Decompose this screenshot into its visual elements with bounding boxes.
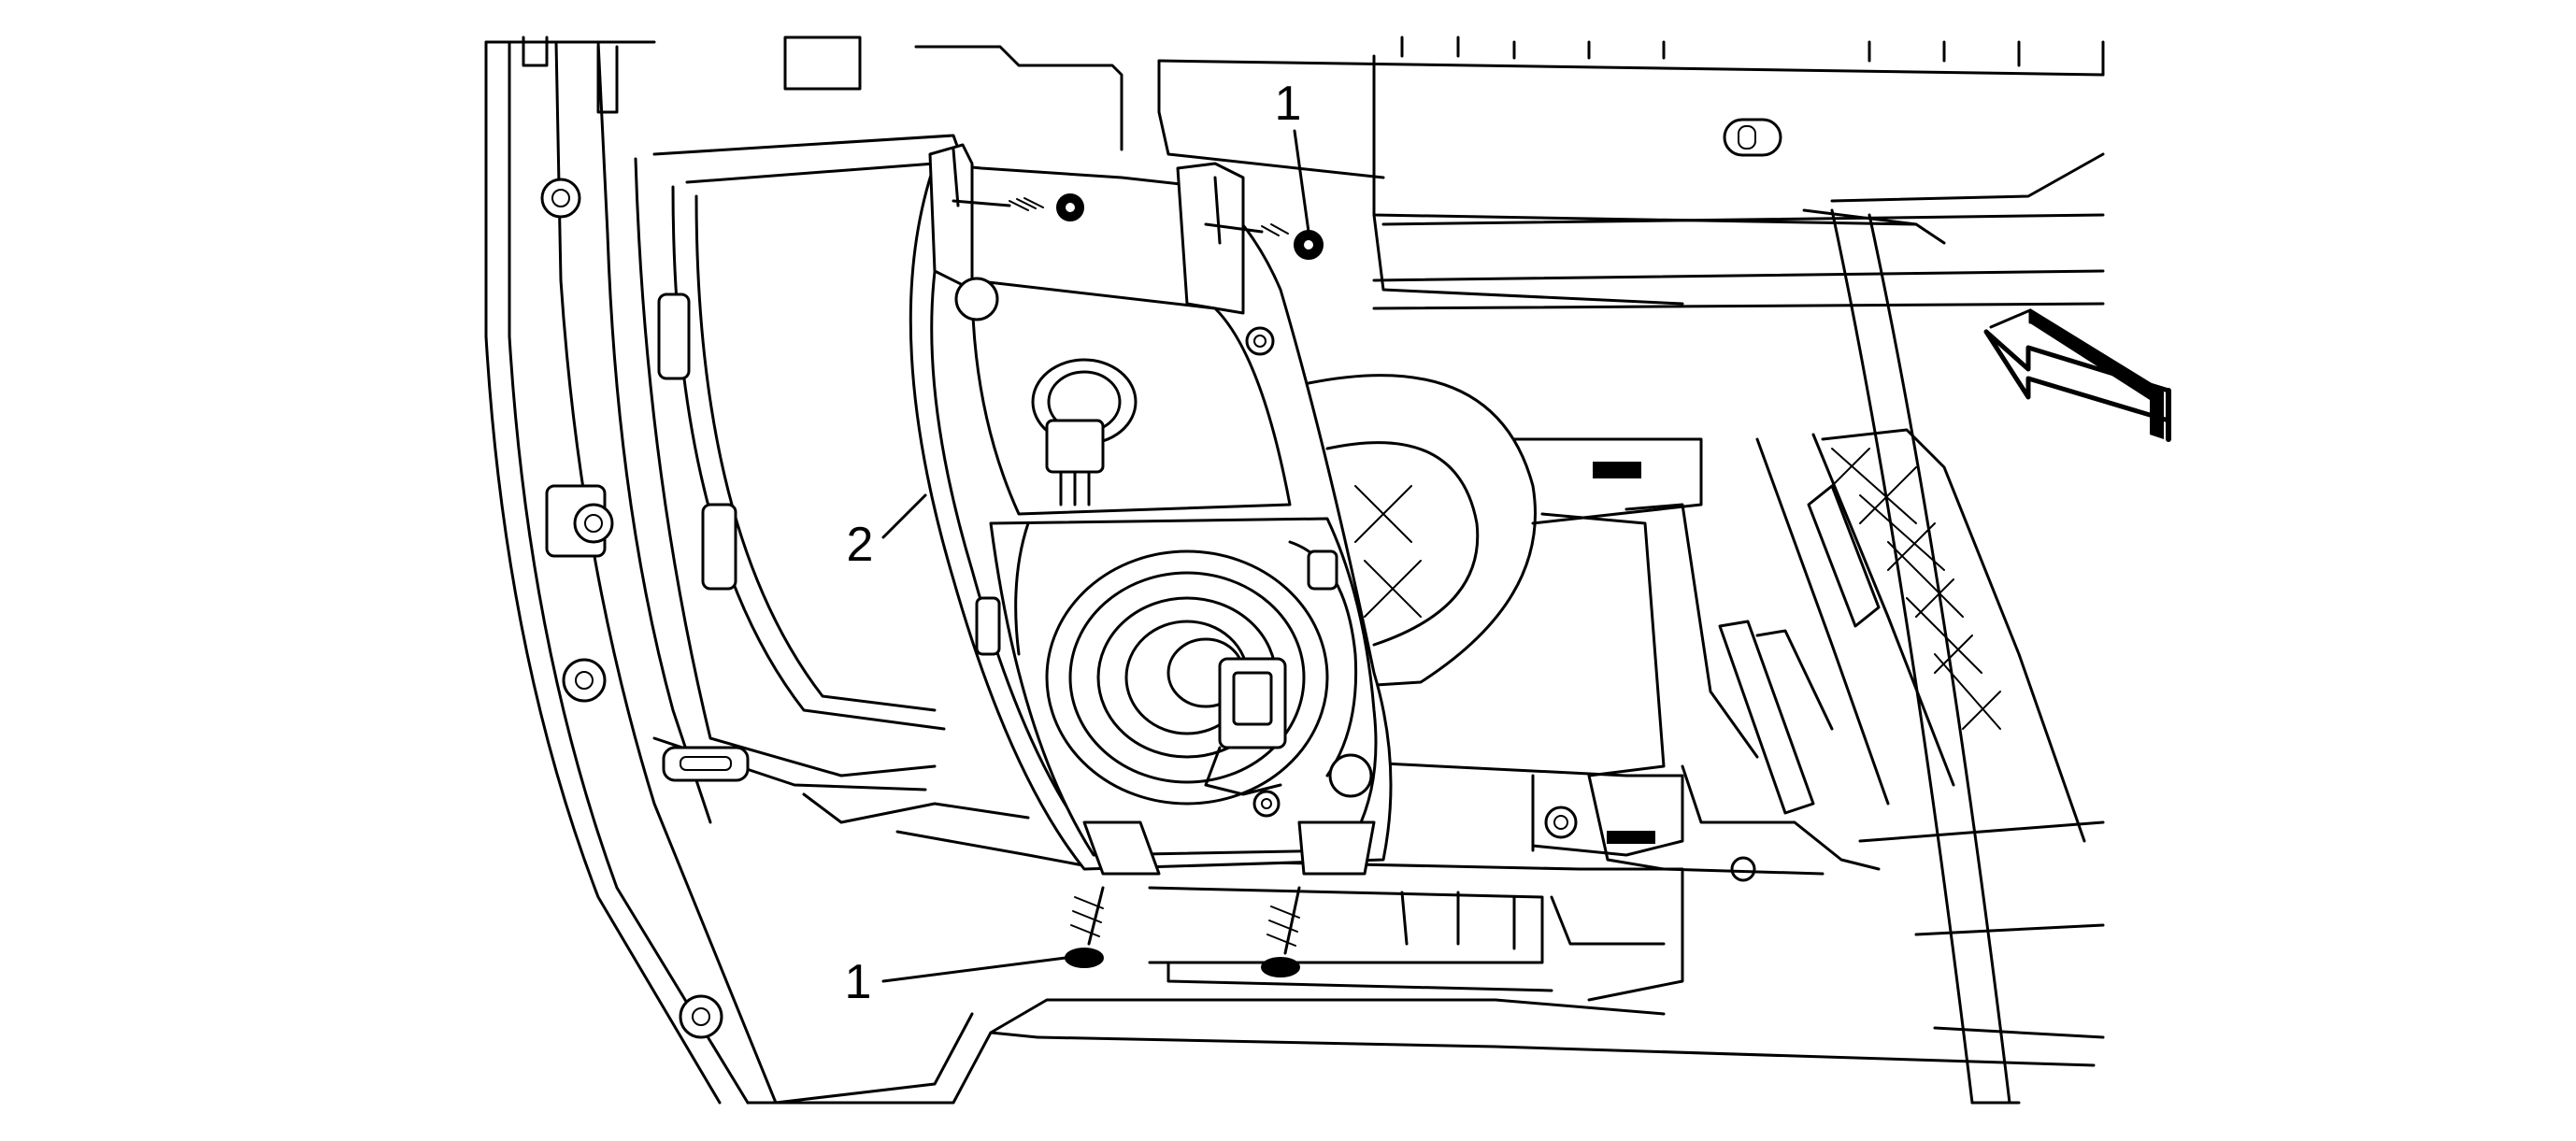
fog-lamp-screw-top-2 — [1204, 222, 1324, 260]
fascia-bolt-2 — [545, 484, 614, 558]
air-deflector-duct — [1307, 374, 1881, 871]
fog-lamp-assembly — [909, 143, 1393, 876]
bulb-socket-upper — [1031, 358, 1138, 506]
fog-lamp-bezel-opening — [634, 36, 1217, 871]
front-bumper-fascia — [484, 36, 2096, 1105]
fascia-bolt-4 — [679, 994, 723, 1039]
front-end-body-structure — [1157, 36, 2105, 310]
fog-lamp-screw-bottom-2 — [1261, 886, 1301, 977]
fog-lamp-screw-bottom-1 — [1065, 886, 1105, 968]
callout-fog-lamp: 2 — [847, 493, 927, 572]
body-pillar-trim — [1802, 208, 2105, 1105]
lower-grille-mesh — [1718, 428, 2086, 843]
callout-label-fog-lamp: 2 — [847, 518, 874, 572]
view-direction-arrow-icon — [1983, 308, 2171, 442]
fog-lamp-screw-top-1 — [952, 193, 1084, 221]
lower-mounting-bracket — [1129, 755, 1825, 1002]
callout-screw-top: 1 — [1275, 77, 1310, 234]
callout-screw-bottom: 1 — [845, 955, 1067, 1009]
bulb-connector-lower — [1204, 657, 1287, 796]
fascia-bolt-3 — [562, 658, 607, 703]
callout-label-screw-bottom: 1 — [845, 955, 872, 1009]
callout-label-screw-top: 1 — [1275, 77, 1302, 131]
fascia-bolt-1 — [540, 178, 581, 219]
